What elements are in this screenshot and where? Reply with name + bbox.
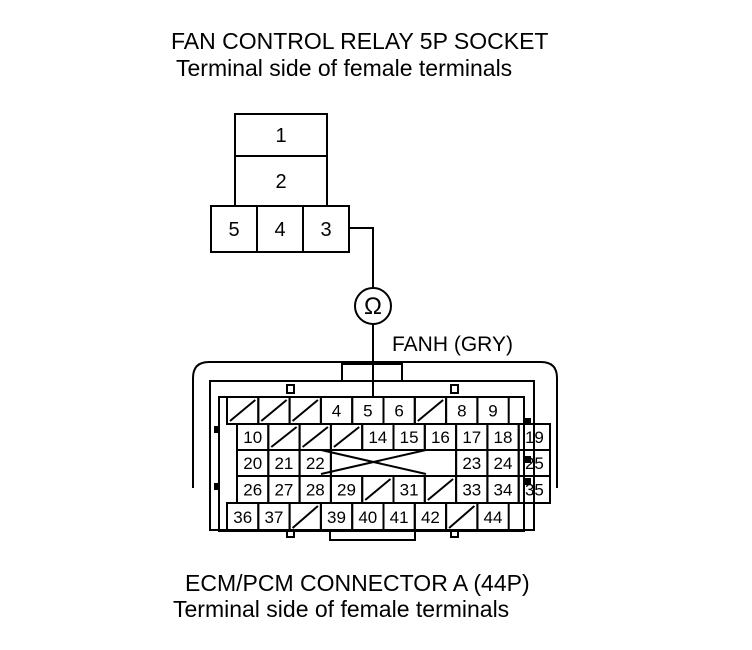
ecm-connector-subtitle: Terminal side of female terminals: [173, 596, 510, 622]
relay-socket-subtitle: Terminal side of female terminals: [176, 55, 513, 81]
terminal-label-34: 34: [494, 481, 513, 500]
side-mark: [214, 483, 220, 490]
terminal-label-29: 29: [337, 481, 356, 500]
ohmmeter-omega-label: Ω: [364, 293, 382, 320]
relay-terminal-4-label: 4: [274, 219, 285, 241]
terminal-label-10: 10: [243, 428, 262, 447]
terminal-label-40: 40: [358, 508, 377, 527]
terminal-label-18: 18: [494, 428, 513, 447]
relay-socket-title: FAN CONTROL RELAY 5P SOCKET: [171, 28, 549, 54]
locator-bump-right: [450, 384, 459, 394]
unused-terminal-slash: [333, 426, 360, 448]
terminal-label-4: 4: [332, 402, 341, 421]
connector-side-marks: [214, 418, 531, 490]
terminal-label-31: 31: [400, 481, 419, 500]
terminal-label-23: 23: [462, 454, 481, 473]
terminal-label-35: 35: [525, 481, 544, 500]
terminal-label-44: 44: [484, 508, 503, 527]
test-lead-upper: [349, 227, 374, 288]
terminal-label-9: 9: [488, 402, 497, 421]
unused-terminal-slash: [301, 426, 329, 448]
terminal-label-21: 21: [274, 454, 293, 473]
unused-terminal-slash: [229, 399, 256, 422]
unused-terminal-slash: [291, 505, 319, 529]
locator-bump-left: [286, 384, 295, 394]
relay-terminal-1-label: 1: [275, 125, 286, 147]
side-mark: [214, 426, 220, 433]
relay-socket: [210, 113, 350, 253]
terminal-label-42: 42: [421, 508, 440, 527]
terminal-label-19: 19: [525, 428, 544, 447]
terminal-label-16: 16: [431, 428, 450, 447]
connector-outer-shell: [192, 361, 558, 488]
terminal-label-14: 14: [368, 428, 387, 447]
relay-terminal-5-label: 5: [228, 219, 239, 241]
connector-lock-tab: [341, 363, 403, 382]
terminal-label-25: 25: [525, 454, 544, 473]
terminal-label-37: 37: [264, 508, 283, 527]
terminal-label-27: 27: [274, 481, 293, 500]
terminal-label-33: 33: [462, 481, 481, 500]
unused-terminal-slash: [364, 478, 392, 501]
relay-terminal-3-label: 3: [320, 219, 331, 241]
connector-bottom-key: [329, 530, 416, 541]
side-mark: [525, 456, 531, 463]
terminal-label-20: 20: [243, 454, 262, 473]
unused-terminal-slash: [291, 399, 319, 422]
unused-terminal-slash: [448, 505, 476, 529]
terminal-label-17: 17: [462, 428, 481, 447]
terminal-label-39: 39: [327, 508, 346, 527]
terminal-label-5: 5: [363, 402, 372, 421]
terminal-cell-44: [476, 502, 510, 532]
terminal-label-26: 26: [243, 481, 262, 500]
unused-terminal-slash: [427, 478, 454, 501]
side-mark: [525, 478, 531, 485]
relay-terminal-2-label: 2: [275, 171, 286, 193]
ecm-connector-title: ECM/PCM CONNECTOR A (44P): [185, 570, 530, 596]
terminal-label-22: 22: [306, 454, 325, 473]
side-mark: [525, 418, 531, 425]
terminal-label-8: 8: [457, 402, 466, 421]
unused-terminal-slash: [260, 399, 288, 422]
terminal-label-15: 15: [400, 428, 419, 447]
terminal-label-28: 28: [306, 481, 325, 500]
terminal-label-24: 24: [494, 454, 513, 473]
wire-label-fanh: FANH (GRY): [392, 333, 513, 356]
unused-terminal-slash: [270, 426, 298, 448]
terminal-label-41: 41: [390, 508, 409, 527]
terminal-label-6: 6: [394, 402, 403, 421]
terminal-label-36: 36: [233, 508, 252, 527]
ecm-terminal-labels: 4 5 6 8 9 10 14 15 16 17 18 19 20 21 22 23 24 25 26 27 28 29 3…: [233, 402, 544, 528]
terminal-cell-35: [517, 475, 552, 504]
blank-region-outline: [329, 449, 458, 477]
blank-terminal-region: [320, 449, 427, 475]
ecm-terminal-cells: [226, 396, 552, 532]
unused-terminal-slash: [417, 399, 444, 422]
